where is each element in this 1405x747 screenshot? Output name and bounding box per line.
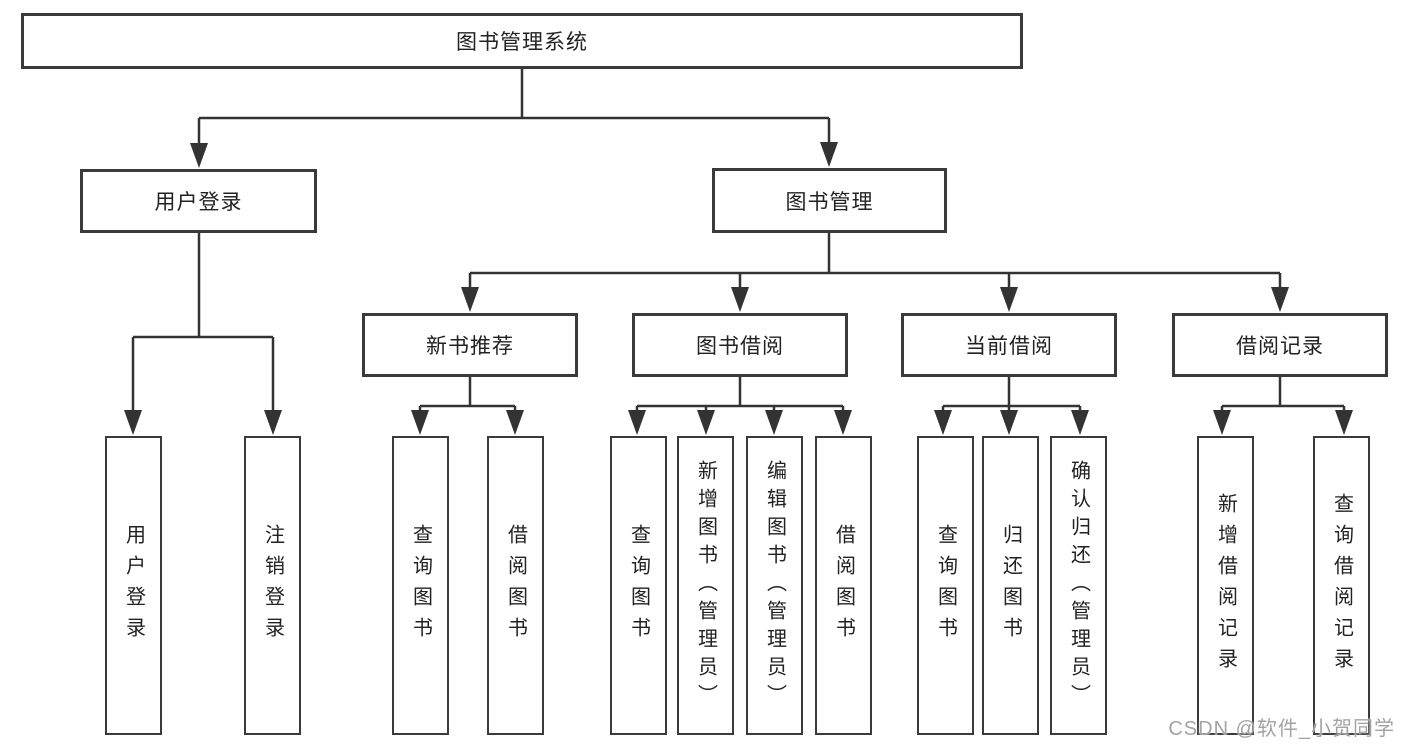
node-leaf-borrow-books-rec-label: 借阅图书 <box>504 523 527 648</box>
node-root-label: 图书管理系统 <box>456 31 588 54</box>
node-leaf-query-books-current: 查询图书 <box>917 436 974 735</box>
node-leaf-add-books: 新增图书（管理员） <box>677 436 734 735</box>
node-leaf-confirm-return-label: 确认归还（管理员） <box>1067 459 1090 712</box>
node-borrow-records: 借阅记录 <box>1172 313 1388 377</box>
node-book-borrow-label: 图书借阅 <box>696 335 784 358</box>
node-leaf-query-books-rec-label: 查询图书 <box>409 523 432 648</box>
connector-current-borrow-children <box>934 377 1089 435</box>
node-leaf-edit-books-label: 编辑图书（管理员） <box>763 459 786 712</box>
node-new-book-rec: 新书推荐 <box>362 313 578 377</box>
node-user-login-label: 用户登录 <box>154 191 243 214</box>
node-leaf-add-books-label: 新增图书（管理员） <box>694 459 717 712</box>
node-leaf-add-borrow-record-label: 新增借阅记录 <box>1214 492 1237 679</box>
node-root: 图书管理系统 <box>21 13 1023 69</box>
node-leaf-borrow-books-rec: 借阅图书 <box>487 436 544 735</box>
node-borrow-records-label: 借阅记录 <box>1236 335 1324 358</box>
node-leaf-borrow-books-label: 借阅图书 <box>832 523 855 648</box>
node-leaf-confirm-return: 确认归还（管理员） <box>1050 436 1107 735</box>
csdn-watermark: CSDN @软件_小贺同学 <box>1168 718 1395 740</box>
node-leaf-return-books-label: 归还图书 <box>999 523 1022 648</box>
node-book-borrow: 图书借阅 <box>632 313 848 377</box>
connector-book-mgmt-children <box>461 233 1289 312</box>
node-leaf-return-books: 归还图书 <box>982 436 1039 735</box>
node-leaf-query-books-rec: 查询图书 <box>392 436 449 735</box>
node-current-borrow-label: 当前借阅 <box>965 335 1053 358</box>
connector-user-login-children <box>124 233 282 435</box>
node-leaf-query-borrow-record-label: 查询借阅记录 <box>1330 492 1353 679</box>
node-leaf-query-borrow-record: 查询借阅记录 <box>1313 436 1370 735</box>
node-book-mgmt: 图书管理 <box>712 168 947 233</box>
node-new-book-rec-label: 新书推荐 <box>426 335 514 358</box>
connector-new-book-rec-children <box>411 377 524 435</box>
node-leaf-query-books-borrow-label: 查询图书 <box>627 523 650 648</box>
node-leaf-user-login: 用户登录 <box>105 436 162 735</box>
node-book-mgmt-label: 图书管理 <box>785 190 874 214</box>
node-leaf-borrow-books: 借阅图书 <box>815 436 872 735</box>
node-current-borrow: 当前借阅 <box>901 313 1117 377</box>
node-leaf-query-books-current-label: 查询图书 <box>934 523 957 648</box>
node-leaf-logout: 注销登录 <box>244 436 301 735</box>
connector-root-children <box>190 69 838 168</box>
node-user-login: 用户登录 <box>80 169 317 233</box>
node-leaf-user-login-label: 用户登录 <box>122 523 145 648</box>
node-leaf-logout-label: 注销登录 <box>261 523 284 648</box>
connector-borrow-records-children <box>1213 377 1353 435</box>
node-leaf-query-books-borrow: 查询图书 <box>610 436 667 735</box>
node-leaf-edit-books: 编辑图书（管理员） <box>746 436 803 735</box>
node-leaf-add-borrow-record: 新增借阅记录 <box>1197 436 1254 735</box>
connector-book-borrow-children <box>628 377 852 435</box>
